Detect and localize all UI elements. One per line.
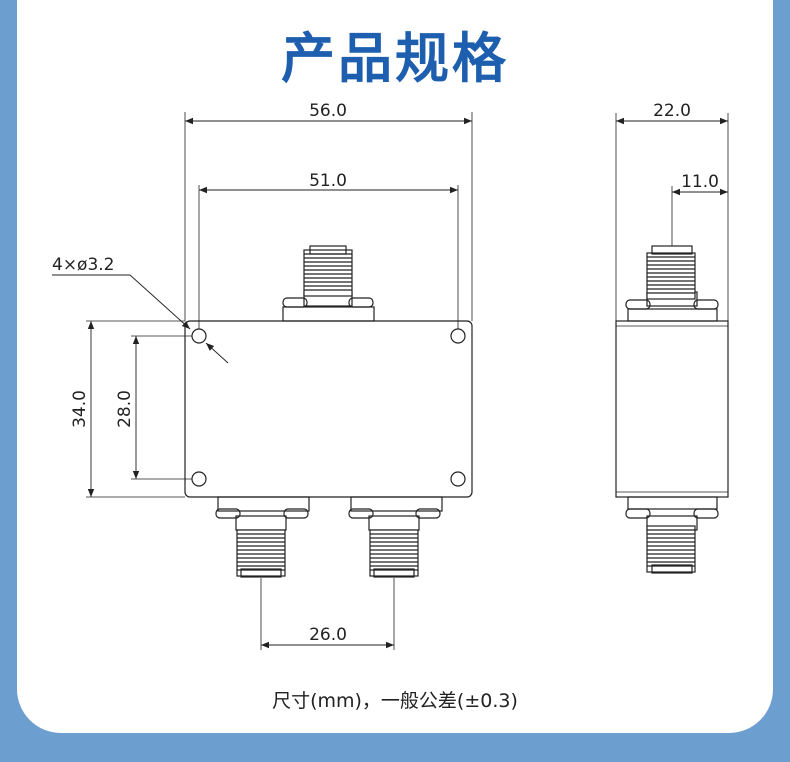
housing-body: [184, 320, 473, 498]
dim-hole-spacing-height: 28.0: [115, 390, 135, 428]
mounting-hole-top-left: [191, 328, 207, 344]
tolerance-caption: 尺寸(mm)，一般公差(±0.3): [272, 690, 518, 712]
dim-total-height: 34.0: [70, 390, 90, 428]
dim-total-width: 22.0: [653, 101, 691, 121]
mounting-hole-bottom-right: [450, 471, 466, 487]
mounting-hole-bottom-left: [191, 471, 207, 487]
dim-half-width: 11.0: [681, 172, 719, 192]
dim-hole-spacing-length: 51.0: [309, 171, 347, 191]
mounting-hole-top-right: [450, 328, 466, 344]
dim-hole-callout: 4×ø3.2: [52, 255, 115, 275]
side-connector-top: [625, 245, 719, 322]
side-view: 22.0 11.0: [615, 101, 729, 574]
dim-total-length: 56.0: [309, 101, 347, 121]
side-housing: [615, 320, 729, 498]
output-connector-right: [348, 496, 443, 578]
side-connector-bottom: [625, 496, 719, 574]
dim-port-spacing: 26.0: [309, 625, 347, 645]
page-title: 产品规格: [281, 27, 509, 90]
front-view: 56.0 51.0 4×ø3.2 34.0 28.0 26.0: [52, 101, 473, 650]
output-connector-left: [215, 496, 310, 578]
input-connector-top: [282, 245, 375, 322]
